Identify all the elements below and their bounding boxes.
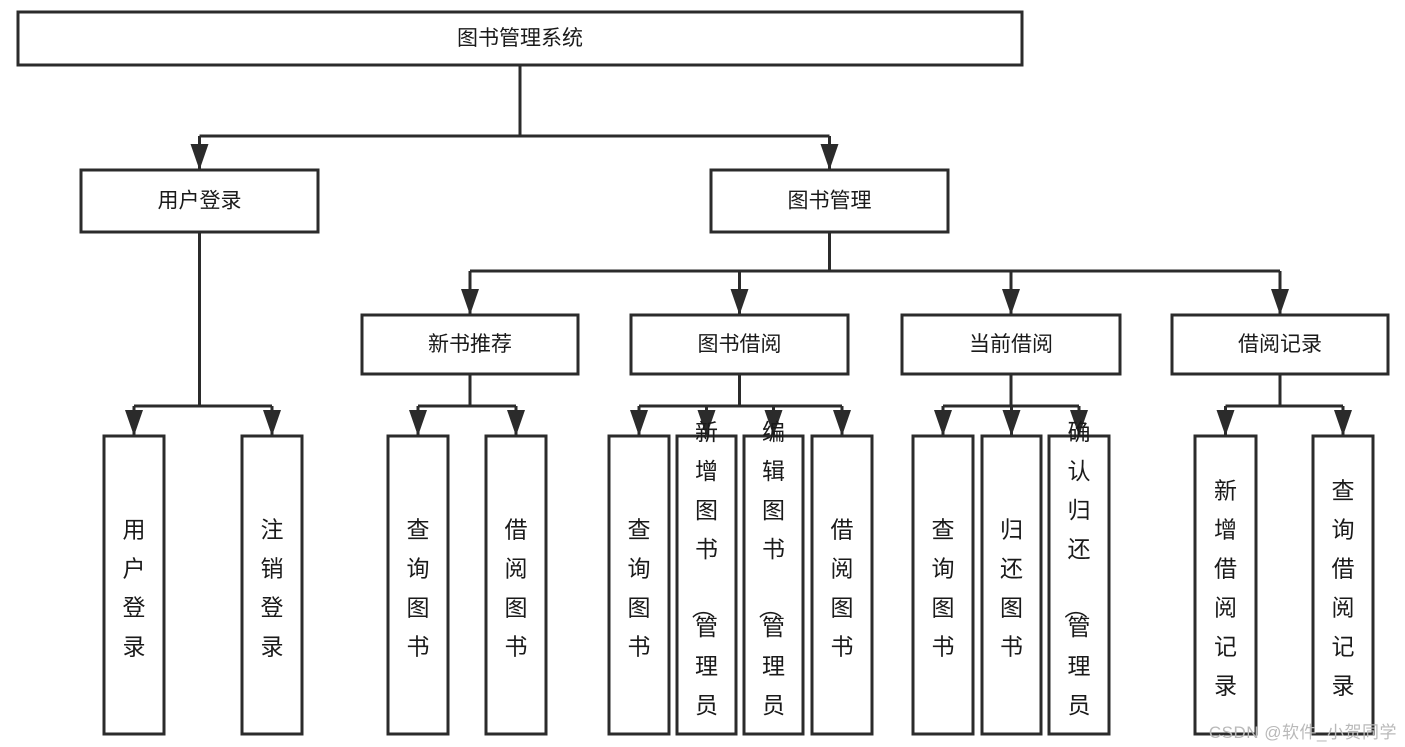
- level3-node-0[interactable]: 新书推荐: [360, 313, 580, 376]
- level3-node-1-rect[interactable]: [629, 313, 850, 376]
- leaf-node-0[interactable]: 用户登录: [102, 434, 166, 736]
- leaf-node-5[interactable]: 新增图书（管理员）: [675, 419, 738, 747]
- leaf-node-11-label: 新增借阅记录: [1214, 477, 1237, 698]
- leaf-node-1-label: 注销登录: [261, 516, 284, 659]
- arrow-head-icon: [820, 144, 839, 170]
- watermark-text: CSDN @软件_小贺同学: [1208, 723, 1397, 742]
- arrow-head-icon: [1271, 289, 1289, 315]
- level3-node-3-label: 借阅记录: [1238, 333, 1322, 356]
- arrow-head-icon: [833, 410, 851, 436]
- leaf-node-4[interactable]: 查询图书: [607, 434, 671, 736]
- level3-node-1-label: 图书借阅: [698, 333, 782, 356]
- node-layer: 图书管理系统用户登录图书管理新书推荐图书借阅当前借阅借阅记录用户登录注销登录查询…: [16, 10, 1390, 747]
- level3-node-2[interactable]: 当前借阅: [900, 313, 1122, 376]
- level2-node-1[interactable]: 图书管理: [709, 168, 950, 234]
- arrow-head-icon: [1216, 410, 1235, 436]
- leaf-node-11[interactable]: 新增借阅记录: [1193, 434, 1258, 736]
- leaf-node-3-label: 借阅图书: [505, 516, 528, 659]
- level2-node-0[interactable]: 用户登录: [79, 168, 320, 234]
- leaf-node-5-label: 新增图书（管理员）: [690, 419, 718, 747]
- level2-node-1-rect[interactable]: [709, 168, 950, 234]
- leaf-node-3[interactable]: 借阅图书: [484, 434, 548, 736]
- leaf-node-6-rect[interactable]: [742, 434, 805, 736]
- arrow-head-icon: [461, 289, 479, 315]
- leaf-node-10-label: 确认归还（管理员）: [1063, 419, 1091, 747]
- leaf-node-8-label: 查询图书: [932, 516, 955, 659]
- level2-node-0-label: 用户登录: [158, 190, 242, 213]
- level3-node-3[interactable]: 借阅记录: [1170, 313, 1390, 376]
- leaf-node-2-rect[interactable]: [386, 434, 450, 736]
- leaf-node-10[interactable]: 确认归还（管理员）: [1047, 419, 1111, 747]
- arrow-head-icon: [263, 410, 281, 436]
- arrow-head-icon: [1070, 410, 1088, 436]
- arrow-head-icon: [764, 410, 783, 436]
- level3-node-0-rect[interactable]: [360, 313, 580, 376]
- leaf-node-8[interactable]: 查询图书: [911, 434, 975, 736]
- leaf-node-12[interactable]: 查询借阅记录: [1311, 434, 1375, 736]
- level2-node-0-rect[interactable]: [79, 168, 320, 234]
- leaf-node-11-rect[interactable]: [1193, 434, 1258, 736]
- level2-node-1-label: 图书管理: [788, 190, 872, 213]
- leaf-node-9[interactable]: 归还图书: [980, 434, 1043, 736]
- root-node[interactable]: 图书管理系统: [16, 10, 1024, 67]
- arrow-head-icon: [190, 144, 209, 170]
- leaf-node-2[interactable]: 查询图书: [386, 434, 450, 736]
- leaf-node-12-label: 查询借阅记录: [1332, 477, 1355, 698]
- leaf-node-10-rect[interactable]: [1047, 434, 1111, 736]
- leaf-node-6[interactable]: 编辑图书（管理员）: [742, 419, 805, 747]
- arrow-head-icon: [409, 410, 427, 436]
- leaf-node-0-label: 用户登录: [123, 516, 146, 659]
- root-node-label: 图书管理系统: [457, 27, 583, 50]
- arrow-head-icon: [1002, 410, 1021, 436]
- leaf-node-7-rect[interactable]: [810, 434, 874, 736]
- arrow-head-icon: [730, 289, 749, 315]
- arrow-head-icon: [1002, 289, 1020, 315]
- leaf-node-7-label: 借阅图书: [831, 516, 854, 659]
- leaf-node-3-rect[interactable]: [484, 434, 548, 736]
- arrow-head-icon: [507, 410, 525, 436]
- leaf-node-5-rect[interactable]: [675, 434, 738, 736]
- level3-node-2-label: 当前借阅: [969, 333, 1053, 356]
- leaf-node-2-label: 查询图书: [407, 516, 430, 659]
- leaf-node-9-rect[interactable]: [980, 434, 1043, 736]
- leaf-node-4-rect[interactable]: [607, 434, 671, 736]
- leaf-node-12-rect[interactable]: [1311, 434, 1375, 736]
- arrow-head-icon: [125, 410, 143, 436]
- root-node-rect[interactable]: [16, 10, 1024, 67]
- leaf-node-4-label: 查询图书: [628, 516, 651, 659]
- level3-node-0-label: 新书推荐: [428, 333, 512, 356]
- leaf-node-7[interactable]: 借阅图书: [810, 434, 874, 736]
- level3-node-1[interactable]: 图书借阅: [629, 313, 850, 376]
- leaf-node-9-label: 归还图书: [1000, 516, 1023, 659]
- arrow-head-icon: [697, 410, 716, 436]
- connector-layer: [125, 65, 1352, 436]
- level3-node-2-rect[interactable]: [900, 313, 1122, 376]
- leaf-node-1[interactable]: 注销登录: [240, 434, 304, 736]
- leaf-node-8-rect[interactable]: [911, 434, 975, 736]
- arrow-head-icon: [934, 410, 952, 436]
- leaf-node-0-rect[interactable]: [102, 434, 166, 736]
- arrow-head-icon: [1334, 410, 1352, 436]
- arrow-head-icon: [630, 410, 648, 436]
- leaf-node-1-rect[interactable]: [240, 434, 304, 736]
- level3-node-3-rect[interactable]: [1170, 313, 1390, 376]
- leaf-node-6-label: 编辑图书（管理员）: [757, 419, 785, 747]
